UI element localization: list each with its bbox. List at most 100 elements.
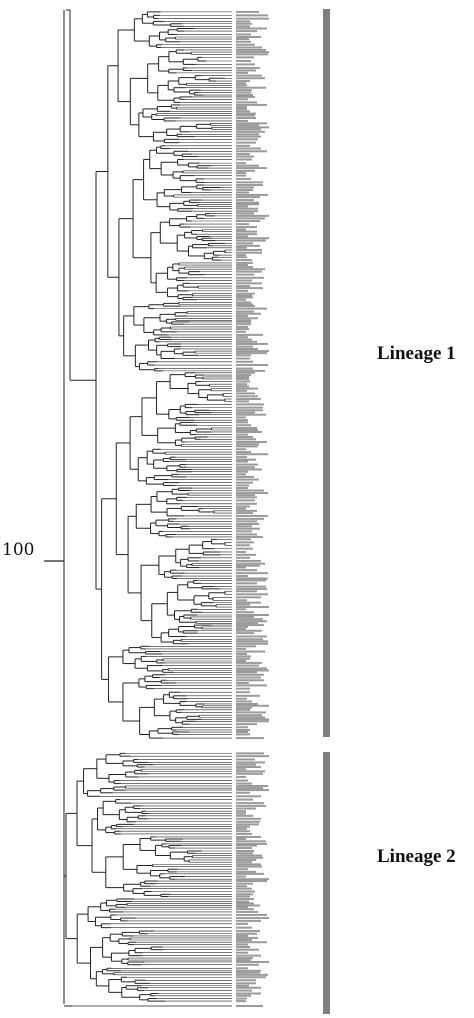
tip-label: [236, 556, 250, 559]
tip-label: [236, 691, 250, 694]
tip-label: [236, 784, 268, 787]
tip-label: [236, 354, 251, 357]
tip-label: [236, 167, 267, 170]
tip-label: [236, 199, 254, 202]
tip-label: [236, 768, 246, 771]
tip-label: [236, 409, 263, 412]
tip-label: [236, 840, 266, 843]
tip-label: [236, 212, 254, 215]
tip-label: [236, 193, 268, 196]
tip-label: [236, 842, 267, 845]
tip-label: [236, 174, 246, 177]
tip-label: [236, 448, 246, 451]
tip-label: [236, 141, 256, 144]
tip-label: [236, 671, 257, 674]
tip-label: [236, 706, 252, 709]
tip-label: [236, 814, 253, 817]
tip-label: [236, 517, 264, 520]
tip-label: [236, 951, 248, 954]
tip-label: [236, 330, 246, 333]
tip-label: [236, 191, 249, 194]
tip-label: [236, 205, 248, 208]
tip-label: [236, 77, 265, 80]
tip-label: [236, 957, 253, 960]
tip-label: [236, 938, 252, 941]
tip-label: [236, 779, 248, 782]
tip-label: [236, 10, 259, 13]
tip-label: [236, 114, 255, 117]
tip-label: [236, 865, 262, 868]
tip-label: [236, 377, 249, 380]
tip-label: [236, 514, 268, 517]
tip-label: [236, 98, 248, 101]
tip-label: [236, 590, 257, 593]
tip-label: [236, 986, 261, 989]
tip-label: [236, 438, 256, 441]
tip-label: [236, 276, 264, 279]
tip-label: [236, 629, 262, 632]
tip-label: [236, 640, 268, 643]
tip-label: [236, 126, 269, 129]
tip-label: [236, 416, 246, 419]
tip-label: [236, 177, 251, 180]
tip-label: [236, 963, 259, 966]
tip-label: [236, 347, 258, 350]
tip-label: [236, 305, 255, 308]
tip-label: [236, 622, 258, 625]
tip-label: [236, 1005, 263, 1007]
tip-label: [236, 620, 267, 623]
tip-label: [236, 582, 257, 585]
tip-label: [236, 124, 259, 127]
tip-label: [236, 323, 251, 326]
tip-label: [236, 835, 261, 838]
tip-label: [236, 984, 249, 987]
tip-label: [236, 63, 255, 66]
tip-labels: [236, 10, 269, 1007]
tip-label: [236, 424, 251, 427]
tip-label: [236, 599, 247, 602]
tip-label: [236, 890, 255, 893]
tip-label: [236, 770, 265, 773]
tip-label: [236, 397, 261, 400]
tip-label: [236, 468, 262, 471]
tip-label: [236, 307, 267, 310]
tip-label: [236, 51, 269, 54]
tip-label: [236, 94, 253, 97]
tip-label: [236, 669, 269, 672]
tip-label: [236, 733, 250, 736]
tip-label: [236, 171, 246, 174]
tip-label: [236, 650, 265, 653]
tip-label: [236, 979, 256, 982]
tip-label: [236, 782, 252, 785]
tip-label: [236, 273, 254, 276]
tip-label: [236, 625, 248, 628]
tip-label: [236, 613, 269, 616]
lineage-2-label: Lineage 2: [377, 846, 456, 867]
tip-label: [236, 787, 263, 790]
tip-label: [236, 893, 253, 896]
tip-label: [236, 900, 249, 903]
tip-label: [236, 945, 250, 948]
tip-label: [236, 210, 258, 213]
tip-label: [236, 119, 248, 122]
tip-label: [236, 728, 250, 731]
tip-label: [236, 789, 269, 792]
tip-label: [236, 652, 247, 655]
tip-label: [236, 520, 257, 523]
tip-label: [236, 411, 255, 414]
tip-label: [236, 110, 250, 113]
tip-label: [236, 328, 249, 331]
tip-label: [236, 155, 254, 158]
tip-label: [236, 878, 269, 881]
tip-label: [236, 967, 248, 970]
tip-label: [236, 184, 263, 187]
tip-label: [236, 657, 250, 660]
tip-label: [236, 615, 254, 618]
tip-label: [236, 875, 246, 878]
tip-label: [236, 547, 253, 550]
tip-label: [236, 443, 259, 446]
tip-label: [236, 847, 252, 850]
tip-label: [236, 108, 247, 111]
tip-label: [236, 726, 248, 729]
